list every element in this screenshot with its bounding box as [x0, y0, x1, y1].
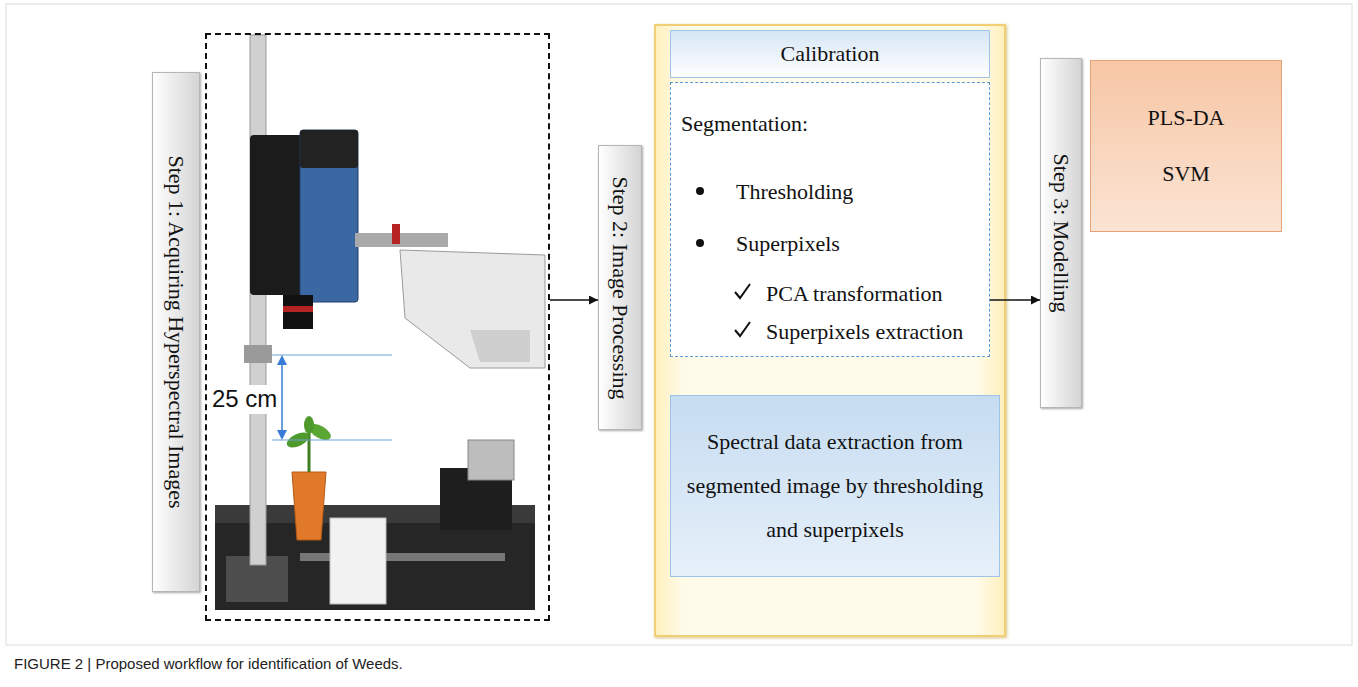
dimension-tick [272, 440, 392, 441]
spectrometer [300, 130, 358, 302]
step-label: Step 1: Acquiring Hyperspectral Images [152, 72, 200, 592]
bullet-symbol [696, 187, 704, 195]
plant-leaf [304, 416, 314, 434]
flow-arrow [990, 299, 1040, 301]
pole-clamp [244, 345, 272, 363]
sample-tray [330, 518, 386, 604]
light-arm [355, 233, 448, 247]
pole [250, 35, 266, 565]
lens-ring [283, 306, 313, 312]
bullet-symbol [696, 239, 704, 247]
photo-frame: 25 cm [205, 33, 550, 621]
dimension-line [281, 362, 283, 433]
method-item: Thresholding [736, 179, 853, 205]
flow-arrow [550, 299, 598, 301]
dimension-arrow [277, 355, 287, 365]
method-item: Superpixels extraction [766, 319, 963, 345]
segmentation-box: Segmentation: ThresholdingSuperpixelsPCA … [670, 82, 990, 357]
light-source [400, 250, 545, 368]
process-box: Spectral data extraction from segmented … [670, 395, 1000, 577]
segmentation-heading: Segmentation: [681, 111, 808, 137]
method-item: Superpixels [736, 231, 840, 257]
dimension-arrow [277, 430, 287, 440]
dimension [272, 355, 392, 440]
dimension-tick [272, 355, 392, 356]
box-text: Calibration [781, 41, 880, 67]
step-title: Step 1: Acquiring Hyperspectral Images [163, 155, 189, 508]
imaging-setup [215, 35, 545, 610]
check-symbol [735, 322, 750, 336]
check-symbol [735, 284, 750, 298]
arm-handle [392, 224, 400, 244]
step-title: Step 3: Modelling [1048, 154, 1074, 313]
lens [283, 295, 313, 329]
plant-pot [292, 472, 326, 540]
figure-frame [6, 4, 1352, 645]
light-window [470, 330, 530, 362]
step-label: Step 3: Modelling [1040, 58, 1082, 408]
controller-box [468, 440, 514, 480]
method-item: PCA transformation [766, 281, 943, 307]
step-label: Step 2: Image Processing [598, 145, 642, 430]
box-text: SVM [1162, 161, 1210, 187]
figure-caption: FIGURE 2 | Proposed workflow for identif… [14, 655, 403, 672]
camera-body [250, 135, 305, 295]
step-title: Step 2: Image Processing [607, 176, 633, 399]
process-box: Calibration [670, 30, 990, 78]
dimension-label: 25 cm [210, 385, 279, 414]
box-text: PLS-DA [1147, 105, 1224, 131]
box-text: Spectral data extraction from segmented … [685, 420, 985, 552]
model-box: PLS-DA SVM [1090, 60, 1282, 232]
spectrometer-top [300, 130, 358, 168]
